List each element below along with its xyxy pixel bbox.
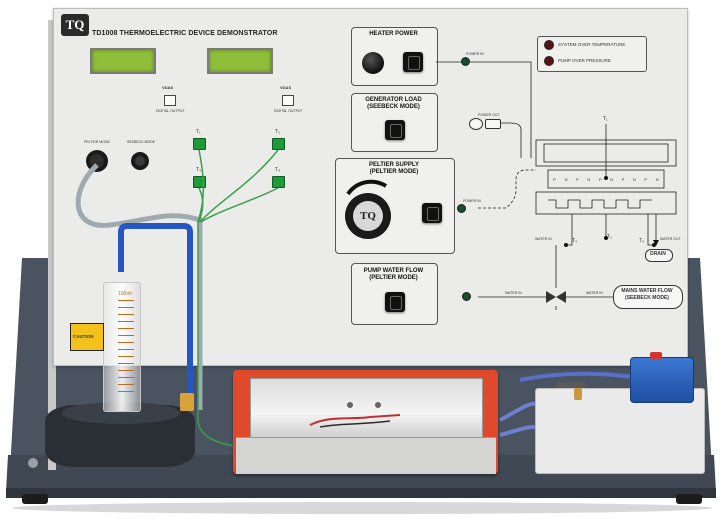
pump-over-pressure-label: PUMP OVER PRESSURE — [558, 58, 611, 63]
generator-load-label-1: GENERATOR LOAD — [365, 97, 422, 103]
schematic-t2-label: T₂ — [607, 234, 612, 240]
socket-t4-label: T₄ — [275, 167, 281, 173]
lcd-display-right — [207, 48, 273, 74]
heater-power-switch[interactable] — [403, 52, 423, 72]
enclosure-base — [236, 437, 496, 474]
peltier-supply-label-2: (PELTIER MODE) — [369, 169, 419, 175]
mains-water-flow-box — [613, 285, 683, 309]
junction-label: N — [587, 177, 591, 182]
junction-label: P — [598, 177, 602, 182]
junction-label: N — [655, 177, 659, 182]
schematic-t4-label: T₄ — [639, 238, 645, 244]
power-out-label: POWER OUT — [478, 113, 500, 117]
cylinder-scale — [118, 300, 134, 395]
thermocouple-socket-t1[interactable] — [193, 138, 206, 150]
junction-label: N — [632, 177, 636, 182]
junction-label: P — [576, 177, 579, 182]
thermocouple-socket-t2[interactable] — [272, 138, 285, 150]
drain-label: DRAIN — [650, 251, 666, 257]
junction-label: N — [610, 177, 614, 182]
vdas-port-right-icon[interactable] — [282, 95, 294, 106]
system-over-temp-label: SYSTEM OVER TEMPERATURE — [558, 42, 626, 47]
pump-water-flow-label-1: PUMP WATER FLOW — [363, 268, 424, 274]
seebeck-mode-label: SEEBECK MODE — [127, 140, 156, 144]
heater-power-in-led — [462, 58, 469, 65]
thermocouple-socket-t4[interactable] — [272, 176, 285, 188]
peltier-supply-switch[interactable] — [422, 203, 442, 223]
junction-label: P — [644, 177, 648, 182]
junction-label: P — [621, 177, 625, 182]
peltier-supply-dial[interactable] — [338, 176, 398, 246]
schematic-t1-label: T₁ — [603, 116, 608, 122]
power-out-plug — [485, 119, 501, 129]
generator-load-label-2: (SEEBECK MODE) — [367, 104, 420, 110]
enclosure-window — [250, 378, 483, 438]
vdas-port-left-icon[interactable] — [164, 95, 176, 106]
warning-indicators-box — [537, 36, 647, 72]
junction-label: N — [564, 177, 568, 182]
water-in-label-1: WATER IN — [535, 237, 552, 241]
peltier-dial-logo: TQ — [360, 210, 376, 222]
pump-water-in-led — [463, 293, 470, 300]
water-in-label-2: WATER IN — [505, 291, 522, 295]
peltier-power-in-led — [458, 205, 465, 212]
pump-unit — [630, 357, 694, 403]
power-out-connector[interactable] — [469, 118, 483, 130]
mode-sockets — [86, 150, 149, 172]
pump-water-flow-label-2: (PELTIER MODE) — [369, 275, 418, 281]
schematic-t3-label: T₃ — [572, 238, 578, 244]
brass-fitting — [180, 393, 194, 411]
tq-logo: TQ — [61, 14, 89, 36]
valve-body — [574, 388, 582, 400]
vdas-right-label: VDAS — [280, 85, 292, 90]
system-over-temp-led — [545, 41, 553, 49]
vdas-right-sublabel: DIGITAL OUTPUT — [274, 109, 303, 113]
peltier-supply-label-1: PELTIER SUPPLY — [368, 162, 419, 168]
pump-red-cap — [650, 352, 662, 359]
generator-load-switch[interactable] — [385, 120, 405, 140]
junction-row: P N P N P N P N P N — [549, 172, 663, 188]
cylinder-volume-label: 100ml — [118, 291, 132, 297]
power-in-label-1: POWER IN — [466, 52, 484, 56]
heater-power-label: HEATER POWER — [369, 31, 418, 37]
water-in-label-3: WATER IN — [586, 291, 603, 295]
mains-water-flow-label-1: MAINS WATER FLOW — [621, 288, 673, 294]
heater-power-knob[interactable] — [362, 52, 384, 74]
beaker-base-top — [62, 402, 180, 424]
power-in-label-2: POWER IN — [463, 199, 481, 203]
junction-label: P — [553, 177, 556, 182]
panel-title: TD1008 THERMOELECTRIC DEVICE DEMONSTRATO… — [92, 30, 278, 37]
warning-sticker-label: CAUTION — [73, 334, 94, 339]
valve-handle[interactable] — [556, 382, 586, 388]
enclosure-wires — [309, 402, 401, 428]
mains-water-flow-label-2: (SEEBECK MODE) — [625, 295, 669, 301]
heater-power-box — [351, 27, 438, 86]
schematic-diagram — [436, 61, 677, 310]
lcd-display-left — [90, 48, 156, 74]
pump-over-pressure-led — [545, 57, 553, 65]
vdas-left-label: VDAS — [162, 85, 174, 90]
peltier-mode-label: PELTIER MODE — [84, 140, 110, 144]
warning-sticker — [70, 323, 104, 351]
socket-t2-label: T₂ — [275, 129, 280, 135]
socket-t1-label: T₁ — [196, 129, 201, 135]
pump-water-flow-switch[interactable] — [385, 292, 405, 312]
water-out-label: WATER OUT — [660, 237, 681, 241]
socket-t3-label: T₃ — [196, 167, 202, 173]
drain-box — [645, 249, 673, 262]
vdas-left-sublabel: DIGITAL OUTPUT — [156, 109, 185, 113]
